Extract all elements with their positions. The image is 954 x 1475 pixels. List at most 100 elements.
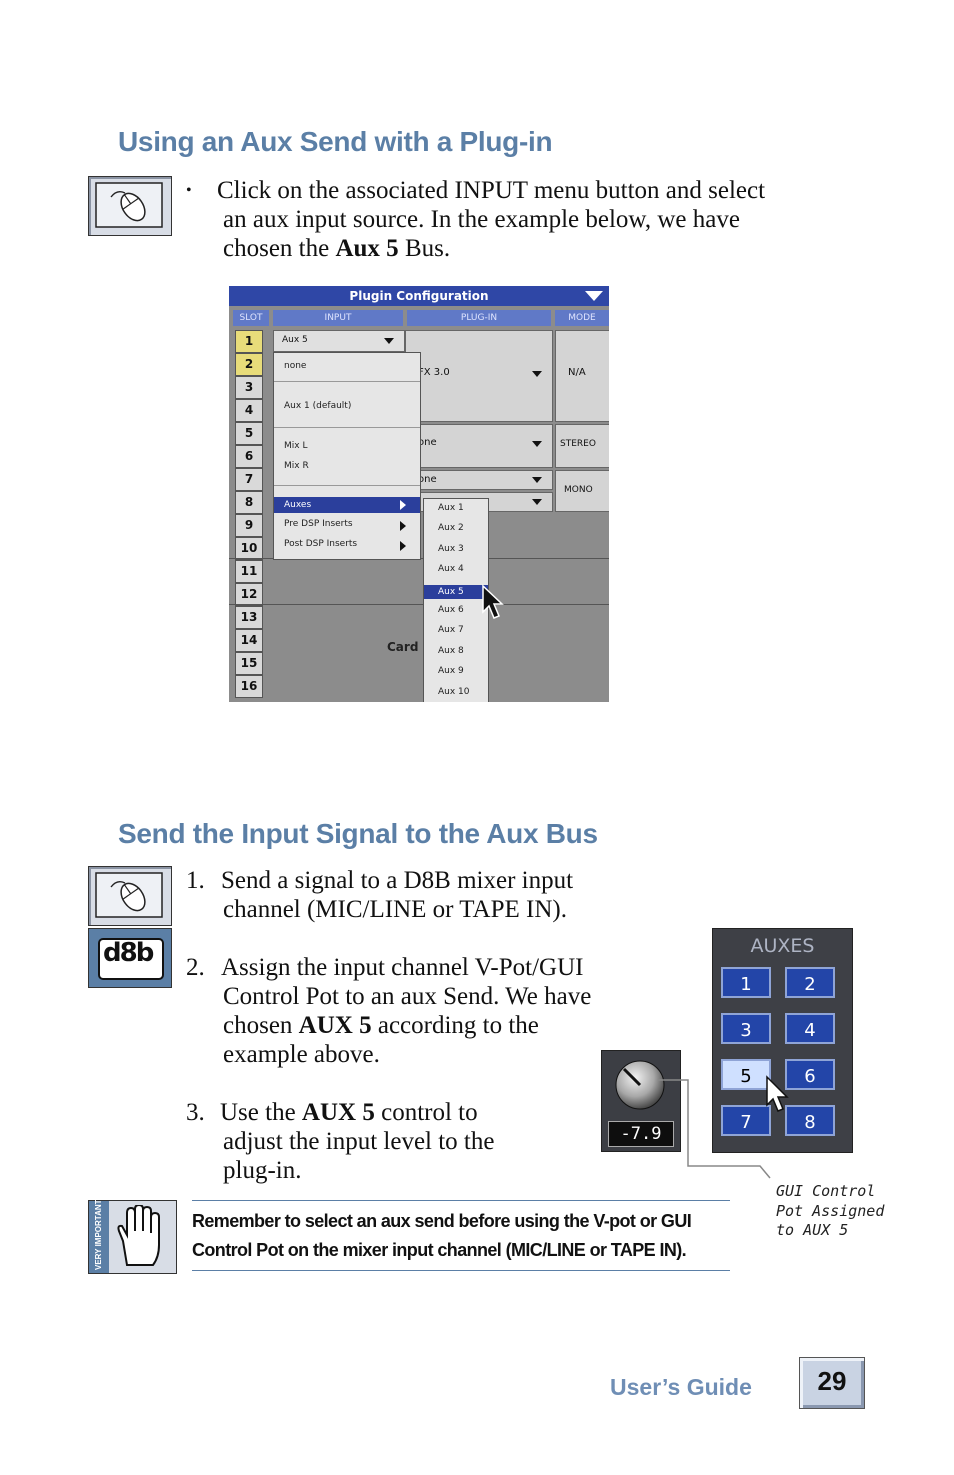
card-label: Card bbox=[387, 640, 419, 654]
text-run: control to bbox=[374, 1099, 478, 1126]
slot-number[interactable]: 11 bbox=[235, 560, 263, 583]
step-line: chosen AUX 5 according to the bbox=[223, 1011, 539, 1040]
step-line: Use the AUX 5 control to bbox=[220, 1098, 478, 1127]
footer-guide-title: User’s Guide bbox=[610, 1374, 752, 1400]
very-important-label: VERY IMPORTANT bbox=[94, 1199, 103, 1270]
step-number: 2. bbox=[186, 954, 205, 981]
text-run: chosen bbox=[223, 1012, 299, 1039]
gui-control-pot[interactable]: -7.9 bbox=[601, 1050, 681, 1152]
aux-menu-item[interactable]: Aux 2 bbox=[438, 523, 464, 534]
aux-menu-item[interactable]: Aux 10 bbox=[438, 686, 470, 697]
step-line: plug-in. bbox=[223, 1157, 302, 1184]
very-important-note: Remember to select an aux send before us… bbox=[192, 1207, 692, 1265]
window-menu-arrow-icon[interactable] bbox=[585, 291, 603, 302]
slot-number[interactable]: 8 bbox=[235, 491, 263, 514]
slot-number[interactable]: 14 bbox=[235, 629, 263, 652]
menu-item[interactable]: Mix L bbox=[284, 441, 308, 451]
aux-menu-item[interactable]: Aux 3 bbox=[438, 543, 464, 554]
slot-number[interactable]: 15 bbox=[235, 652, 263, 675]
menu-item[interactable]: Pre DSP Inserts bbox=[284, 519, 353, 529]
plugin-slot-panel: one bbox=[405, 424, 553, 468]
slot-number[interactable]: 10 bbox=[235, 537, 263, 560]
bullet-line: Click on the associated INPUT menu butto… bbox=[217, 177, 766, 204]
knob-icon[interactable] bbox=[612, 1055, 670, 1117]
aux-menu-item[interactable]: Aux 4 bbox=[438, 564, 464, 575]
text-run: chosen the bbox=[223, 235, 336, 262]
text-run: Use the bbox=[220, 1099, 302, 1126]
plugin-slot-panel: FX 3.0 bbox=[405, 330, 553, 422]
slot-number[interactable]: 12 bbox=[235, 583, 263, 606]
aux-button-3[interactable]: 3 bbox=[721, 1013, 771, 1044]
dropdown-arrow-icon[interactable] bbox=[532, 371, 542, 377]
menu-item[interactable]: Aux 1 (default) bbox=[284, 401, 352, 411]
slot-number[interactable]: 9 bbox=[235, 514, 263, 537]
step-number: 1. bbox=[186, 867, 205, 894]
bullet-glyph: • bbox=[186, 182, 192, 199]
aux-menu-item[interactable]: Aux 9 bbox=[438, 666, 464, 677]
aux-menu-item[interactable]: Aux 1 bbox=[438, 503, 464, 513]
dropdown-arrow-icon[interactable] bbox=[532, 477, 542, 483]
cursor-arrow-icon bbox=[482, 584, 504, 619]
slot-number[interactable]: 3 bbox=[235, 376, 263, 399]
page-number-box: 29 bbox=[799, 1357, 865, 1409]
submenu-arrow-icon bbox=[400, 541, 406, 551]
aux-menu-item-selected[interactable]: Aux 5 bbox=[424, 584, 488, 599]
slot-number[interactable]: 2 bbox=[235, 353, 263, 376]
slot-number[interactable]: 1 bbox=[235, 330, 263, 353]
slot-number[interactable]: 5 bbox=[235, 422, 263, 445]
aux-button-6[interactable]: 6 bbox=[785, 1059, 835, 1090]
aux-submenu: Aux 1 Aux 2 Aux 3 Aux 4 Aux 5 Aux 6 Aux 7 Aux 8… bbox=[423, 498, 489, 702]
mode-panel: N/A bbox=[555, 330, 609, 422]
dropdown-arrow-icon[interactable] bbox=[384, 338, 394, 344]
column-header-mode: MODE bbox=[555, 310, 609, 326]
mouse-icon bbox=[88, 866, 172, 926]
text-run: according to the bbox=[371, 1012, 539, 1039]
aux-menu-item[interactable]: Aux 7 bbox=[438, 625, 464, 636]
submenu-arrow-icon bbox=[400, 521, 406, 531]
section-heading-send-input: Send the Input Signal to the Aux Bus bbox=[118, 818, 598, 849]
mouse-icon bbox=[88, 176, 172, 236]
auxes-title: AUXES bbox=[750, 935, 815, 957]
aux-button-4[interactable]: 4 bbox=[785, 1013, 835, 1044]
aux-button-1[interactable]: 1 bbox=[721, 967, 771, 998]
input-value: Aux 5 bbox=[282, 335, 308, 345]
menu-item[interactable]: none bbox=[284, 361, 307, 371]
aux-button-8[interactable]: 8 bbox=[785, 1105, 835, 1136]
menu-item-auxes[interactable]: Auxes bbox=[274, 497, 420, 513]
slot-number[interactable]: 16 bbox=[235, 675, 263, 698]
cursor-arrow-icon bbox=[766, 1075, 789, 1112]
slot-number[interactable]: 6 bbox=[235, 445, 263, 468]
text-run-bold: AUX 5 bbox=[301, 1099, 375, 1126]
d8b-logo-icon: d8b bbox=[88, 928, 172, 988]
input-select[interactable]: Aux 5 bbox=[273, 330, 405, 352]
row-value: one bbox=[418, 437, 437, 448]
input-dropdown-menu: none Aux 1 (default) Mix L Mix R Auxes P… bbox=[273, 352, 421, 560]
slot-number[interactable]: 13 bbox=[235, 606, 263, 629]
slot-number[interactable]: 4 bbox=[235, 399, 263, 422]
d8b-logo-text: d8b bbox=[103, 938, 154, 968]
slot-number[interactable]: 7 bbox=[235, 468, 263, 491]
menu-item[interactable]: Mix R bbox=[284, 461, 309, 471]
mode-value: STEREO bbox=[560, 439, 596, 449]
aux-button-5[interactable]: 5 bbox=[721, 1059, 771, 1090]
plugin-configuration-window: Plugin Configuration SLOT INPUT PLUG-IN … bbox=[229, 286, 609, 702]
row-value: one bbox=[418, 474, 437, 485]
aux-menu-item[interactable]: Aux 8 bbox=[438, 645, 464, 656]
dropdown-arrow-icon[interactable] bbox=[532, 441, 542, 447]
menu-item[interactable]: Post DSP Inserts bbox=[284, 539, 358, 549]
aux-button-7[interactable]: 7 bbox=[721, 1105, 771, 1136]
aux-menu-item[interactable]: Aux 6 bbox=[438, 605, 464, 615]
step-number: 3. bbox=[186, 1099, 205, 1126]
column-header-plugin: PLUG-IN bbox=[407, 310, 551, 326]
step-line: example above. bbox=[223, 1041, 380, 1068]
bullet-line: an aux input source. In the example belo… bbox=[223, 206, 740, 233]
hand-icon bbox=[117, 1205, 160, 1266]
aux-button-2[interactable]: 2 bbox=[785, 967, 835, 998]
callout-line: to AUX 5 bbox=[776, 1221, 849, 1239]
page-number: 29 bbox=[817, 1366, 847, 1396]
column-header-input: INPUT bbox=[273, 310, 403, 326]
step-line: Send a signal to a D8B mixer input bbox=[221, 867, 574, 894]
dropdown-arrow-icon[interactable] bbox=[532, 499, 542, 505]
step-line: adjust the input level to the bbox=[223, 1128, 495, 1155]
